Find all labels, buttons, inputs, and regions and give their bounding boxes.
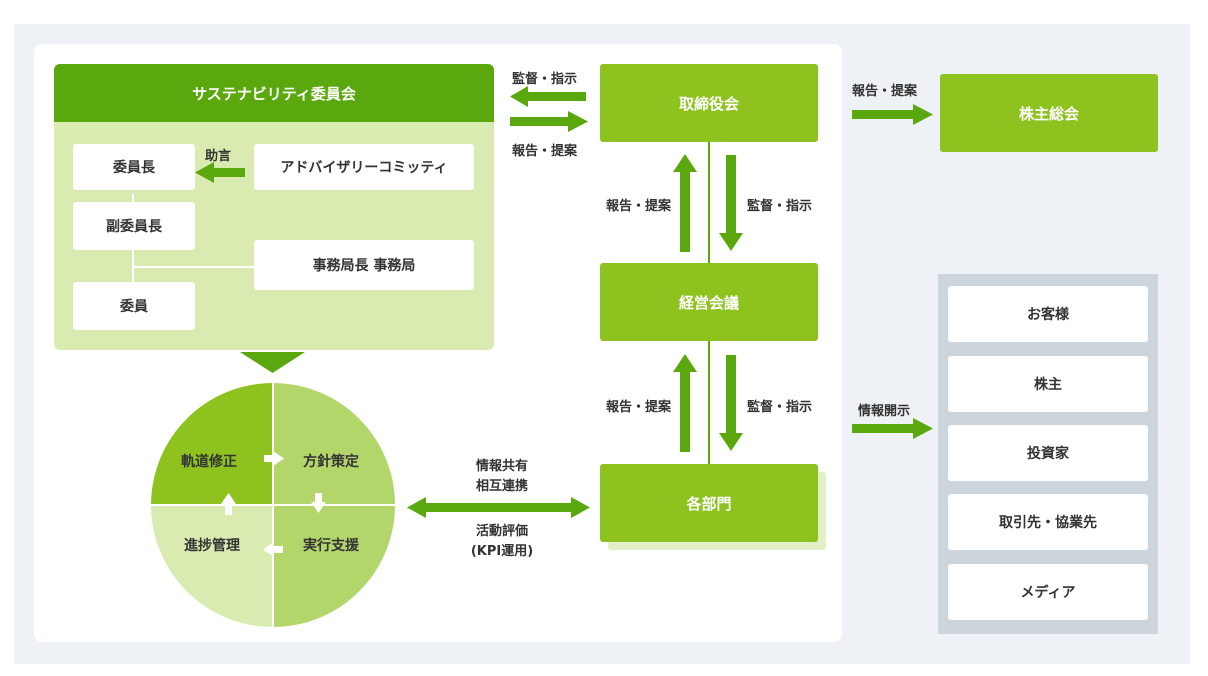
chair-box: 委員長 bbox=[73, 144, 195, 190]
arrow-board-to-committee bbox=[510, 86, 586, 107]
info-share-label: 情報共有 bbox=[475, 459, 528, 474]
cycle-course-correction-label: 軌道修正 bbox=[181, 454, 237, 470]
advice-label: 助言 bbox=[205, 149, 232, 164]
cycle-policy-label: 方針策定 bbox=[303, 454, 359, 470]
mutual-cooperation-label: 相互連携 bbox=[475, 479, 528, 494]
arrow-board-to-shareholders bbox=[852, 104, 933, 125]
stakeholder-media: メディア bbox=[948, 564, 1148, 620]
committee-down-triangle bbox=[240, 352, 305, 373]
pdca-cycle bbox=[151, 383, 395, 627]
stakeholder-investors: 投資家 bbox=[948, 425, 1148, 481]
supervise-mgmt-dept-label: 監督・指示 bbox=[747, 400, 813, 415]
report-mgmt-dept-label: 報告・提案 bbox=[606, 400, 672, 415]
activity-evaluation-label: 活動評価 bbox=[475, 524, 528, 539]
disclosure-label: 情報開示 bbox=[858, 404, 911, 419]
member-box: 委員 bbox=[73, 282, 195, 330]
sustainability-committee-panel: サステナビリティ委員会 委員長 副委員長 委員 アドバイザリーコミッティ 事務局… bbox=[54, 64, 494, 350]
cycle-arrow-left bbox=[263, 542, 283, 557]
arrow-bidirectional-cycle-departments bbox=[407, 497, 590, 518]
arrow-dept-to-mgmt bbox=[673, 354, 697, 452]
arrow-disclosure bbox=[852, 418, 933, 439]
committee-title: サステナビリティ委員会 bbox=[54, 64, 494, 122]
cycle-arrow-down bbox=[311, 493, 326, 513]
cycle-quadrant-policy bbox=[273, 383, 395, 505]
supervise-board-mgmt-label: 監督・指示 bbox=[747, 199, 813, 214]
board-of-directors-box: 取締役会 bbox=[600, 64, 818, 142]
report-propose-label-top: 報告・提案 bbox=[512, 144, 578, 159]
supervise-instruct-label-top: 監督・指示 bbox=[512, 72, 578, 87]
cycle-quadrant-progress bbox=[151, 505, 273, 627]
stakeholder-customers: お客様 bbox=[948, 286, 1148, 342]
board-mgmt-connector bbox=[708, 142, 710, 263]
kpi-operation-label: (KPI運用) bbox=[470, 544, 534, 559]
arrow-mgmt-to-dept bbox=[719, 355, 743, 451]
report-board-mgmt-label: 報告・提案 bbox=[606, 199, 672, 214]
advisory-committee-box: アドバイザリーコミッティ bbox=[254, 144, 474, 190]
departments-box: 各部門 bbox=[600, 464, 818, 542]
cycle-support-label: 実行支援 bbox=[303, 538, 359, 554]
stakeholder-shareholders: 株主 bbox=[948, 356, 1148, 412]
cycle-quadrant-course-correction bbox=[151, 383, 273, 505]
cycle-arrow-up bbox=[221, 493, 236, 515]
management-meeting-box: 経営会議 bbox=[600, 263, 818, 341]
cycle-arrow-right bbox=[264, 451, 284, 466]
stakeholder-partners: 取引先・協業先 bbox=[948, 494, 1148, 550]
arrow-mgmt-to-board bbox=[673, 154, 697, 252]
report-to-shareholders-label: 報告・提案 bbox=[852, 84, 918, 99]
shareholders-meeting-box: 株主総会 bbox=[940, 74, 1158, 152]
cycle-quadrant-support bbox=[273, 505, 395, 627]
arrow-board-to-mgmt bbox=[719, 155, 743, 251]
secretariat-box: 事務局長 事務局 bbox=[254, 240, 474, 290]
committee-connector-horizontal bbox=[132, 266, 254, 268]
arrow-committee-to-board bbox=[510, 111, 588, 132]
vice-chair-box: 副委員長 bbox=[73, 202, 195, 250]
arrow-advice bbox=[195, 162, 245, 183]
mgmt-dept-connector bbox=[708, 341, 710, 464]
cycle-progress-label: 進捗管理 bbox=[184, 538, 240, 554]
